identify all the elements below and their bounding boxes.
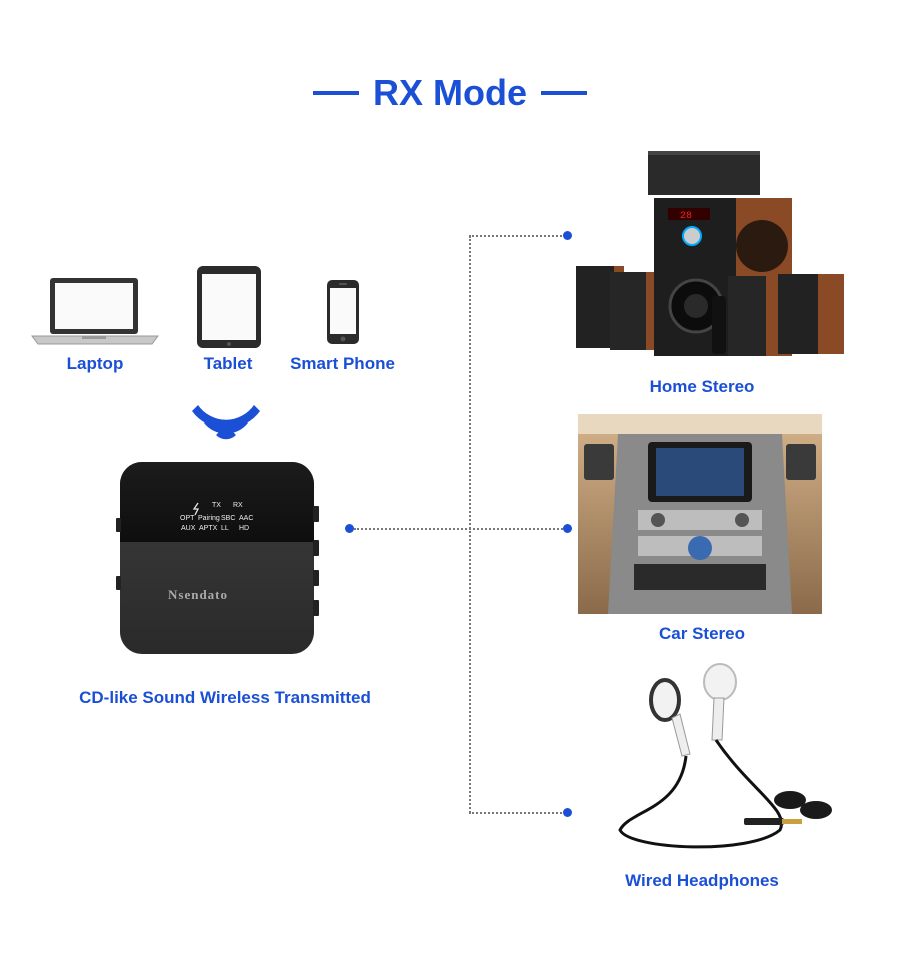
indicator-aptx: APTX (199, 525, 218, 532)
indicator-tx: TX (212, 502, 221, 509)
output-label-car-stereo: Car Stereo (659, 624, 745, 643)
indicator-rx: RX (233, 502, 243, 509)
title-bar: RX Mode (0, 72, 900, 114)
svg-text:28: 28 (680, 211, 692, 222)
connector-headphones (469, 812, 566, 814)
connector-dot-car-stereo (563, 524, 572, 533)
bolt-icon (192, 502, 200, 516)
connector-dot-home-stereo (563, 231, 572, 240)
tablet-icon (197, 266, 261, 348)
source-label-tablet: Tablet (203, 354, 253, 373)
source-label-laptop: Laptop (66, 354, 124, 373)
connector-device (354, 528, 570, 530)
indicator-aac: AAC (239, 515, 254, 522)
connector-home-stereo (469, 235, 566, 237)
source-label-smartphone: Smart Phone (290, 354, 395, 373)
output-label-home-stereo: Home Stereo (649, 377, 755, 396)
laptop-icon (31, 278, 159, 345)
device-caption: CD-like Sound Wireless Transmitted (79, 688, 371, 707)
wireless-signal-icon (192, 405, 260, 440)
connector-dot-headphones (563, 808, 572, 817)
indicator-ll: LL (221, 525, 229, 532)
indicator-opt: OPT (180, 515, 195, 522)
indicator-sbc: SBC (221, 515, 236, 522)
headphones-icon (618, 663, 832, 849)
output-label-headphones: Wired Headphones (625, 871, 779, 890)
transmitter-device (116, 462, 319, 654)
smartphone-icon (327, 280, 359, 344)
device-brand: Nsendato (168, 587, 229, 602)
connector-dot-device (345, 524, 354, 533)
indicator-pairing: Pairing (198, 515, 220, 522)
car-stereo-icon (578, 414, 822, 614)
indicator-hd: HD (239, 525, 250, 532)
indicator-aux: AUX (181, 525, 196, 532)
connector-trunk (469, 236, 471, 813)
home-stereo-icon: 28 (576, 151, 844, 356)
title-line-right (541, 91, 588, 95)
title-line-left (312, 91, 359, 95)
page-title: RX Mode (372, 72, 527, 113)
